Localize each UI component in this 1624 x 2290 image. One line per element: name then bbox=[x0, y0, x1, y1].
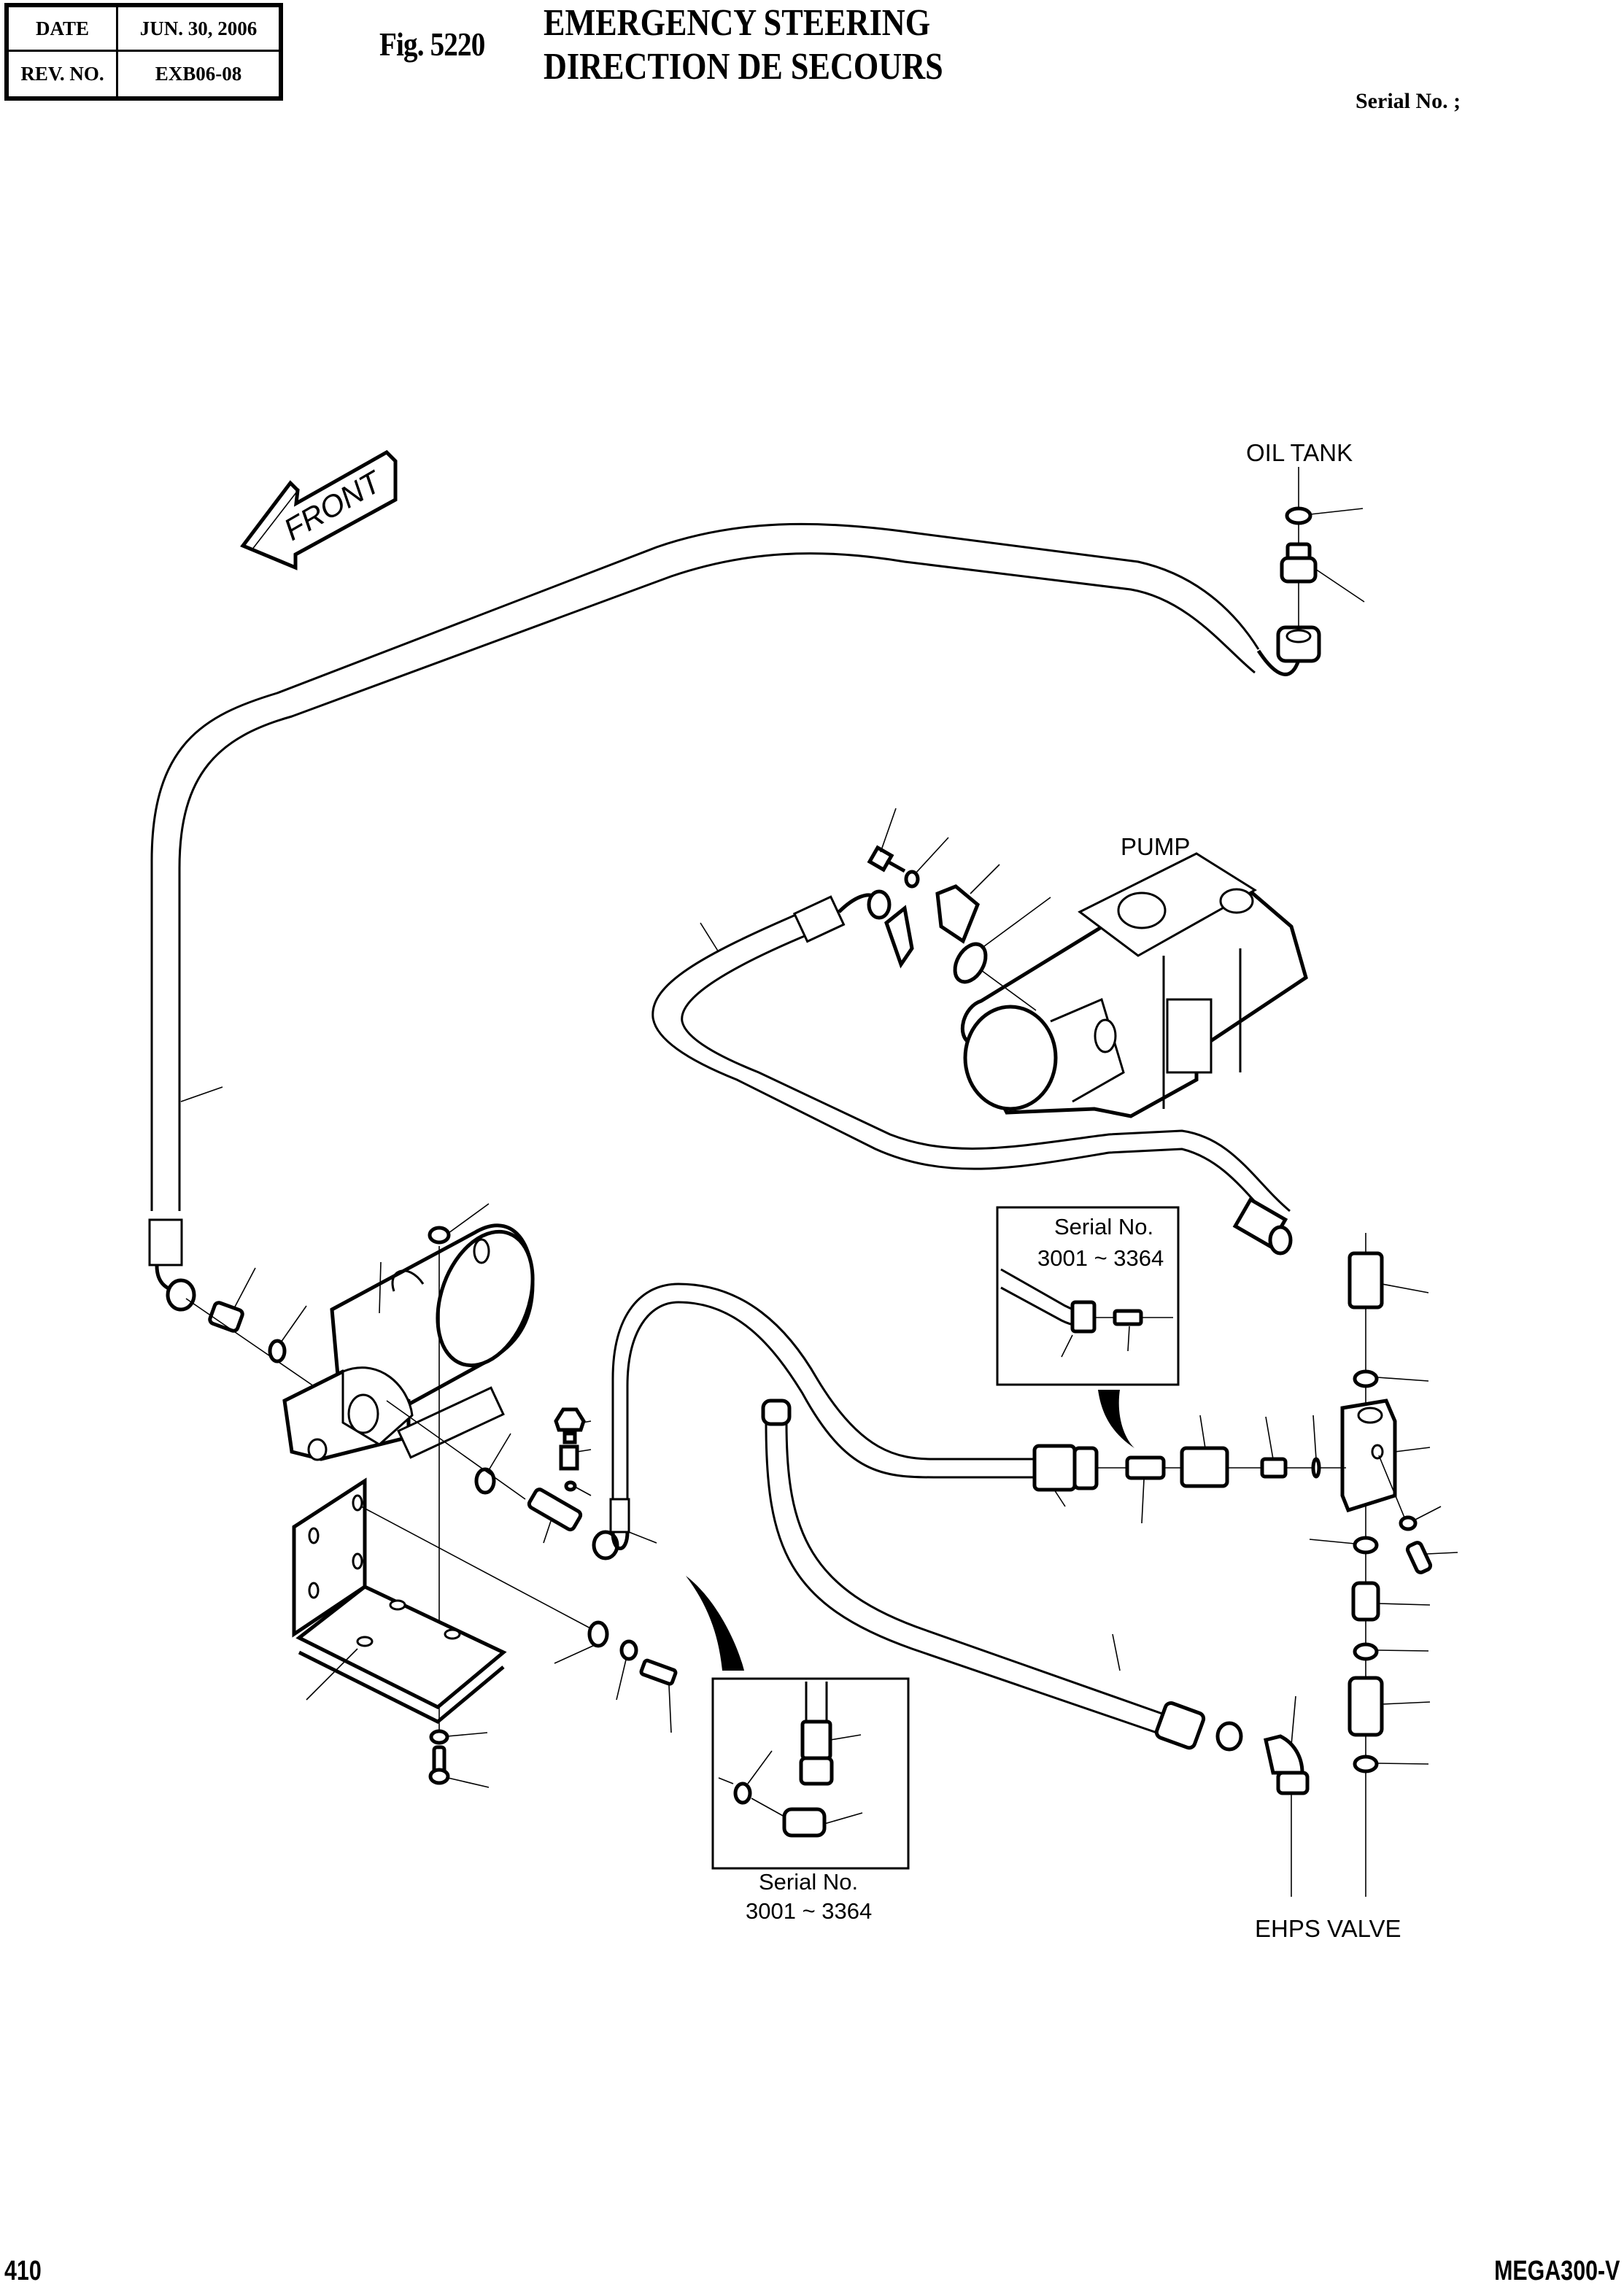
title-french: DIRECTION DE SECOURS bbox=[544, 46, 943, 88]
title-english: EMERGENCY STEERING bbox=[544, 2, 931, 44]
inline-check-fittings bbox=[1097, 1415, 1346, 1524]
pump-label: PUMP bbox=[1121, 833, 1190, 860]
figure-number: Fig. 5220 bbox=[379, 26, 485, 63]
oil-tank-label: OIL TANK bbox=[1246, 439, 1353, 466]
pump: PUMP bbox=[960, 833, 1308, 1118]
rev-value: EXB06-08 bbox=[155, 63, 242, 85]
inset-upper-serial-range: 3001 ~ 3364 bbox=[1037, 1245, 1164, 1271]
emergency-steering-motor bbox=[282, 1223, 535, 1461]
inset-upper-serial-label: Serial No. bbox=[1054, 1214, 1153, 1239]
inset-box-upper: Serial No. 3001 ~ 3364 bbox=[996, 1206, 1180, 1386]
middle-hose-return bbox=[592, 1283, 1099, 1560]
ehps-hose bbox=[761, 1399, 1243, 1752]
pump-flange-parts bbox=[867, 808, 1051, 1011]
inset-box-lower bbox=[711, 1677, 910, 1870]
ehps-elbow-fitting bbox=[1264, 1695, 1310, 1897]
rev-label: REV. NO. bbox=[9, 52, 118, 96]
pump-hose bbox=[651, 889, 1293, 1256]
inset-pointer-lower bbox=[686, 1576, 744, 1671]
model-name: MEGA300-V bbox=[1493, 2256, 1620, 2286]
mounting-bracket bbox=[292, 1477, 595, 1724]
page-number: 410 bbox=[4, 2256, 42, 2286]
date-value: JUN. 30, 2006 bbox=[118, 7, 279, 52]
page-title: EMERGENCY STEERING DIRECTION DE SECOURS bbox=[544, 1, 943, 89]
inset-lower-serial-label: Serial No. bbox=[759, 1869, 858, 1895]
bracket-hardware bbox=[554, 1620, 678, 1733]
valve-block-assembly bbox=[1309, 1233, 1458, 1897]
ehps-valve-label: EHPS VALVE bbox=[1255, 1915, 1401, 1942]
oil-tank-fittings bbox=[1256, 467, 1365, 676]
serial-number-heading: Serial No. ; bbox=[1356, 89, 1461, 113]
front-arrow-icon: FRONT bbox=[240, 449, 398, 570]
inset-lower-serial-range: 3001 ~ 3364 bbox=[746, 1898, 872, 1924]
motor-inlet-fittings bbox=[166, 1267, 314, 1387]
long-hose-oil-tank bbox=[148, 522, 1260, 1293]
motor-breather-parts bbox=[386, 1400, 592, 1544]
date-label: DATE bbox=[9, 7, 118, 52]
revision-table: DATE JUN. 30, 2006 REV. NO. EXB06-08 bbox=[4, 3, 283, 101]
inset-pointer-upper bbox=[1098, 1390, 1134, 1448]
